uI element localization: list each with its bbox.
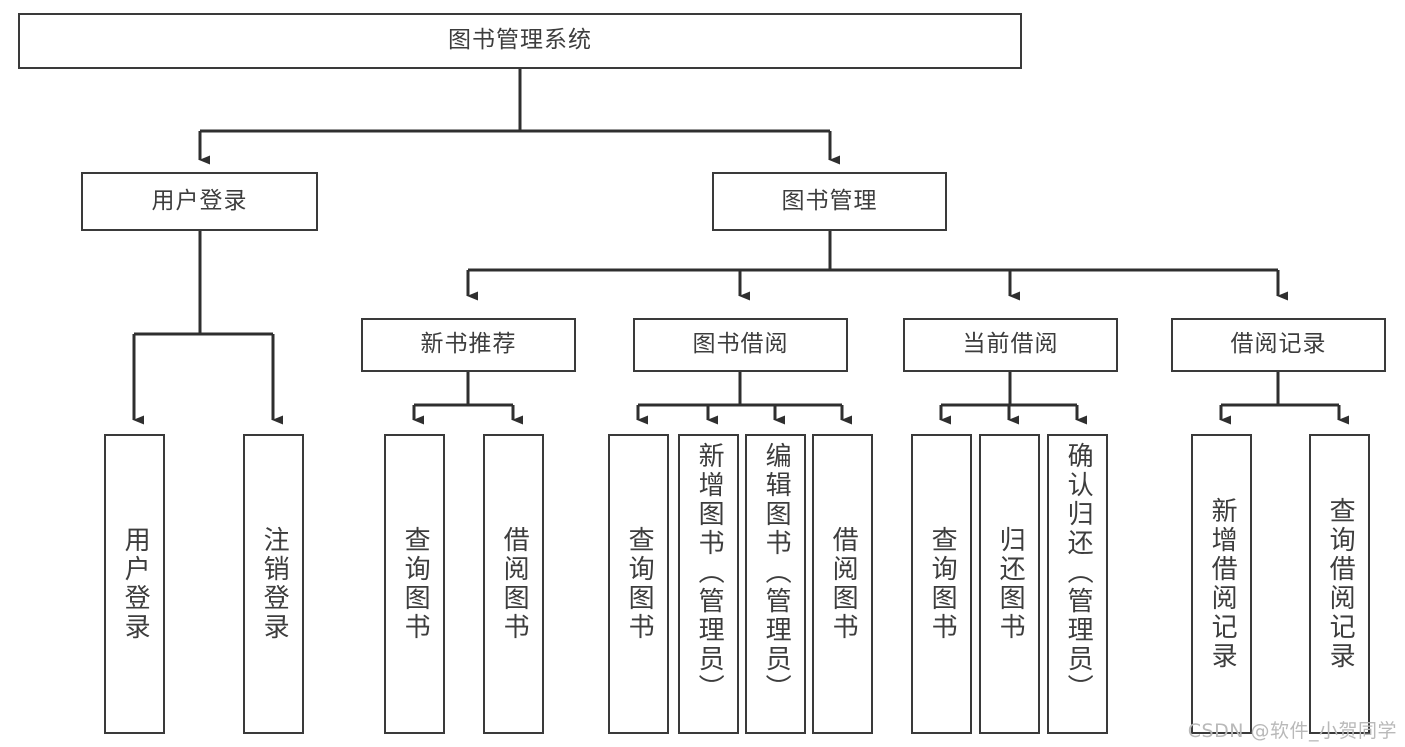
node-label: 用户登录 bbox=[120, 526, 151, 642]
node-label: 注销登录 bbox=[259, 526, 290, 642]
node-book-borrow[interactable]: 图书借阅 bbox=[633, 318, 848, 372]
leaf-query-book-borrow[interactable]: 查询图书 bbox=[608, 434, 669, 734]
leaf-user-login[interactable]: 用户登录 bbox=[104, 434, 165, 734]
leaf-edit-book-admin[interactable]: 编辑图书（管理员） bbox=[745, 434, 806, 734]
leaf-add-book-admin[interactable]: 新增图书（管理员） bbox=[678, 434, 739, 734]
node-user-login[interactable]: 用户登录 bbox=[81, 172, 318, 231]
node-label: 编辑图书（管理员） bbox=[761, 442, 792, 703]
leaf-borrow-book-recommend[interactable]: 借阅图书 bbox=[483, 434, 544, 734]
node-label: 借阅记录 bbox=[1230, 331, 1327, 358]
leaf-query-book-current[interactable]: 查询图书 bbox=[911, 434, 972, 734]
node-label: 用户登录 bbox=[151, 187, 248, 214]
node-borrow-record[interactable]: 借阅记录 bbox=[1171, 318, 1386, 372]
node-label: 查询借阅记录 bbox=[1325, 497, 1356, 671]
leaf-confirm-return-admin[interactable]: 确认归还（管理员） bbox=[1047, 434, 1108, 734]
leaf-query-book-recommend[interactable]: 查询图书 bbox=[384, 434, 445, 734]
leaf-borrow-book[interactable]: 借阅图书 bbox=[812, 434, 873, 734]
node-label: 新增借阅记录 bbox=[1207, 497, 1238, 671]
node-root-system[interactable]: 图书管理系统 bbox=[18, 13, 1022, 69]
node-label: 借阅图书 bbox=[828, 526, 859, 642]
node-label: 图书管理系统 bbox=[448, 27, 592, 54]
node-label: 查询图书 bbox=[927, 526, 958, 642]
node-label: 查询图书 bbox=[400, 526, 431, 642]
leaf-return-book[interactable]: 归还图书 bbox=[979, 434, 1040, 734]
node-label: 归还图书 bbox=[995, 526, 1026, 642]
node-label: 确认归还（管理员） bbox=[1063, 442, 1094, 703]
node-current-borrow[interactable]: 当前借阅 bbox=[903, 318, 1118, 372]
node-label: 图书管理 bbox=[781, 187, 878, 214]
node-label: 新书推荐 bbox=[420, 331, 517, 358]
leaf-query-borrow-record[interactable]: 查询借阅记录 bbox=[1309, 434, 1370, 734]
node-new-book-recommend[interactable]: 新书推荐 bbox=[361, 318, 576, 372]
leaf-add-borrow-record[interactable]: 新增借阅记录 bbox=[1191, 434, 1252, 734]
node-label: 当前借阅 bbox=[962, 331, 1059, 358]
node-book-management[interactable]: 图书管理 bbox=[712, 172, 947, 231]
node-label: 新增图书（管理员） bbox=[694, 442, 725, 703]
node-label: 借阅图书 bbox=[499, 526, 530, 642]
node-label: 图书借阅 bbox=[692, 331, 789, 358]
node-label: 查询图书 bbox=[624, 526, 655, 642]
leaf-logout[interactable]: 注销登录 bbox=[243, 434, 304, 734]
